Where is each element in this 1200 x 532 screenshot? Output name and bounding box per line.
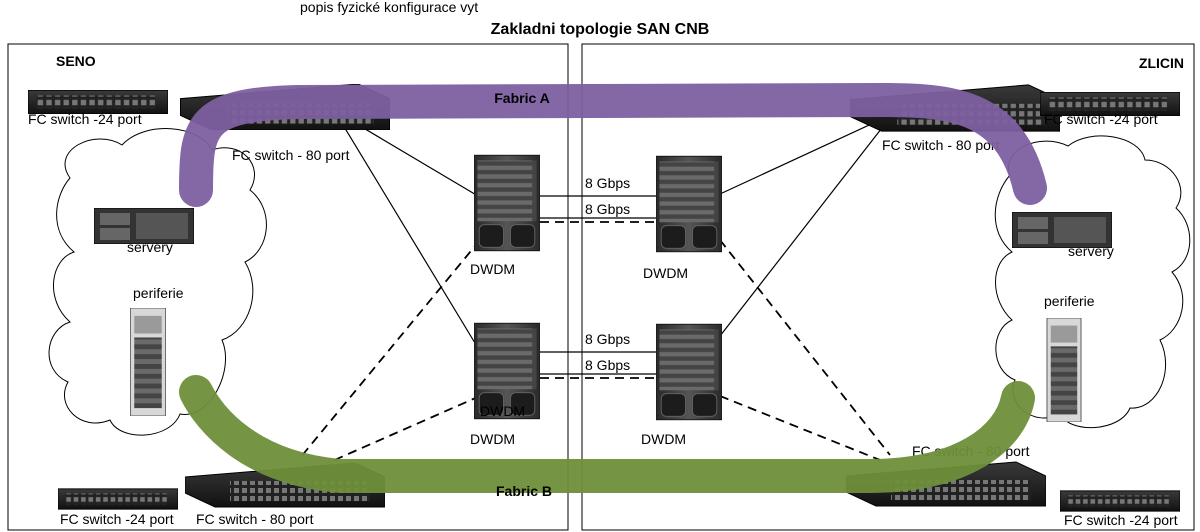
right-fc80-top-label: FC switch - 80 port: [882, 137, 1000, 153]
right-servers-label: servery: [1068, 243, 1114, 259]
dashed-links: [299, 221, 891, 463]
left-fc24-bottom-icon: [58, 488, 178, 510]
left-peripherals-label: periferie: [133, 285, 184, 301]
link-speed-bottom-1: 8 Gbps: [585, 331, 630, 347]
dwdm-right-top-rack: [656, 155, 722, 253]
right-fc24-top-label: FC switch -24 port: [1044, 111, 1158, 127]
left-fc80-bottom-label: FC switch - 80 port: [196, 511, 314, 527]
dwdm-left-bottom-overlay-label: DWDM: [480, 403, 525, 419]
right-fc24-bottom-icon: [1060, 490, 1180, 512]
left-fc24-top-label: FC switch -24 port: [28, 111, 142, 127]
site-frame-left: [7, 43, 569, 531]
dwdm-left-top-label: DWDM: [470, 261, 515, 277]
dwdm-right-top-label: DWDM: [643, 265, 688, 281]
fabric-a-path: [179, 82, 1047, 207]
diagram-title: Zakladni topologie SAN CNB: [491, 21, 710, 38]
dwdm-right-bottom-rack: [656, 323, 722, 421]
fabric-b-path: [179, 375, 1035, 493]
site-label-left: SENO: [56, 53, 96, 69]
left-fc24-bottom-label: FC switch -24 port: [60, 511, 174, 527]
right-peripherals-label: periferie: [1044, 293, 1095, 309]
link-speed-top-2: 8 Gbps: [585, 201, 630, 217]
solid-links: [339, 119, 886, 375]
link-speed-top-1: 8 Gbps: [585, 175, 630, 191]
left-servers-label: servery: [127, 239, 173, 255]
dwdm-left-top-rack: [474, 154, 540, 252]
fabric-b-label: Fabric B: [496, 483, 552, 499]
link-speed-bottom-2: 8 Gbps: [585, 357, 630, 373]
left-storage-icon: [130, 308, 166, 416]
left-fc80-top-label: FC switch - 80 port: [232, 147, 350, 163]
cloud-right: [994, 135, 1191, 428]
dwdm-left-bottom-label: DWDM: [470, 431, 515, 447]
fabric-a-label: Fabric A: [494, 90, 550, 106]
site-frame-right: [581, 43, 1195, 531]
site-label-right: ZLICIN: [1139, 55, 1184, 71]
dwdm-right-bottom-label: DWDM: [641, 431, 686, 447]
right-fc24-bottom-label: FC switch -24 port: [1064, 512, 1178, 528]
header-cut-text: popis fyzické konfigurace vyt: [300, 0, 478, 15]
right-storage-icon: [1046, 318, 1082, 422]
